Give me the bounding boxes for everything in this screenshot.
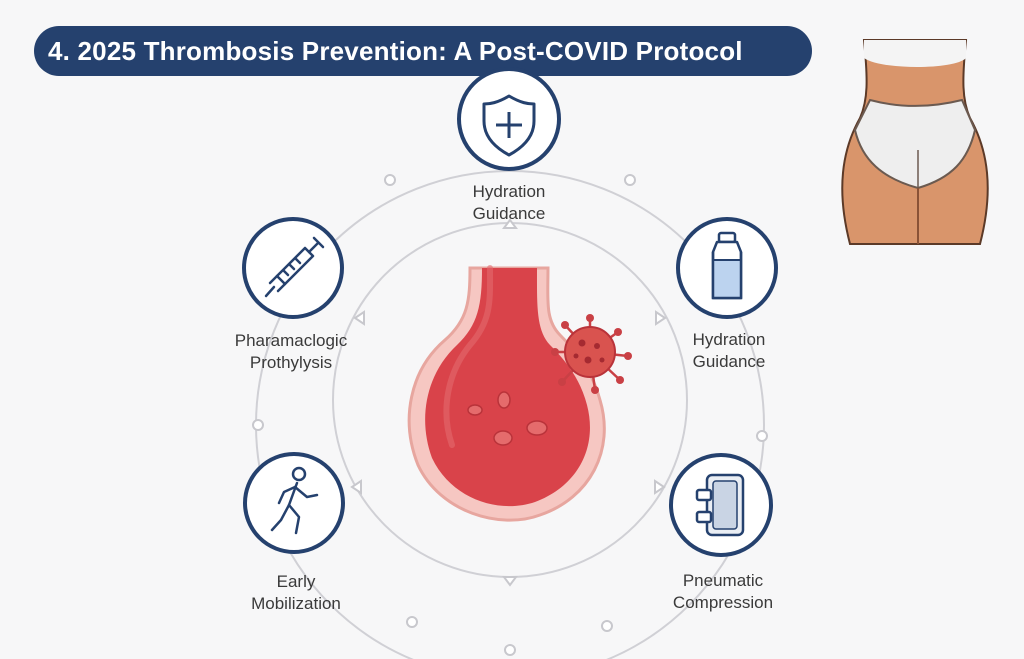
label-upper-right-line1: Hydration	[692, 330, 766, 349]
compression-sleeve-icon	[695, 473, 745, 537]
torso-underwear-illustration-icon	[841, 39, 989, 245]
label-lower-right-line2: Compression	[672, 593, 774, 612]
node-upper-left	[242, 217, 344, 319]
node-upper-right	[676, 217, 778, 319]
title-banner: 4. 2025 Thrombosis Prevention: A Post-CO…	[34, 26, 812, 76]
ring-dots	[252, 174, 768, 656]
ring-pointers	[350, 218, 667, 587]
label-lower-left: Early Mobilization	[236, 571, 356, 615]
label-upper-right-line2: Guidance	[692, 352, 766, 371]
blood-vessel-clot-with-virus-icon	[407, 265, 632, 522]
label-lower-right: Pneumatic Compression	[660, 570, 786, 614]
page-title: 4. 2025 Thrombosis Prevention: A Post-CO…	[48, 35, 743, 66]
label-upper-right: Hydration Guidance	[669, 329, 789, 373]
water-bottle-icon	[711, 231, 743, 300]
node-lower-left	[243, 452, 345, 554]
label-top-line1: Hydration	[472, 182, 546, 201]
label-upper-left: Pharamaclogic Prothylysis	[226, 330, 356, 374]
shield-plus-icon	[482, 94, 536, 157]
node-top	[457, 67, 561, 171]
label-top-line2: Guidance	[472, 204, 546, 223]
label-lower-left-line2: Mobilization	[251, 594, 341, 613]
walking-person-icon	[270, 466, 319, 535]
label-top: Hydration Guidance	[449, 181, 569, 225]
node-lower-right	[669, 453, 773, 557]
label-upper-left-line2: Prothylysis	[249, 353, 333, 372]
label-lower-right-line1: Pneumatic	[682, 571, 764, 590]
label-upper-left-line1: Pharamaclogic	[234, 331, 348, 350]
label-lower-left-line1: Early	[276, 572, 316, 591]
syringe-icon	[264, 236, 325, 298]
